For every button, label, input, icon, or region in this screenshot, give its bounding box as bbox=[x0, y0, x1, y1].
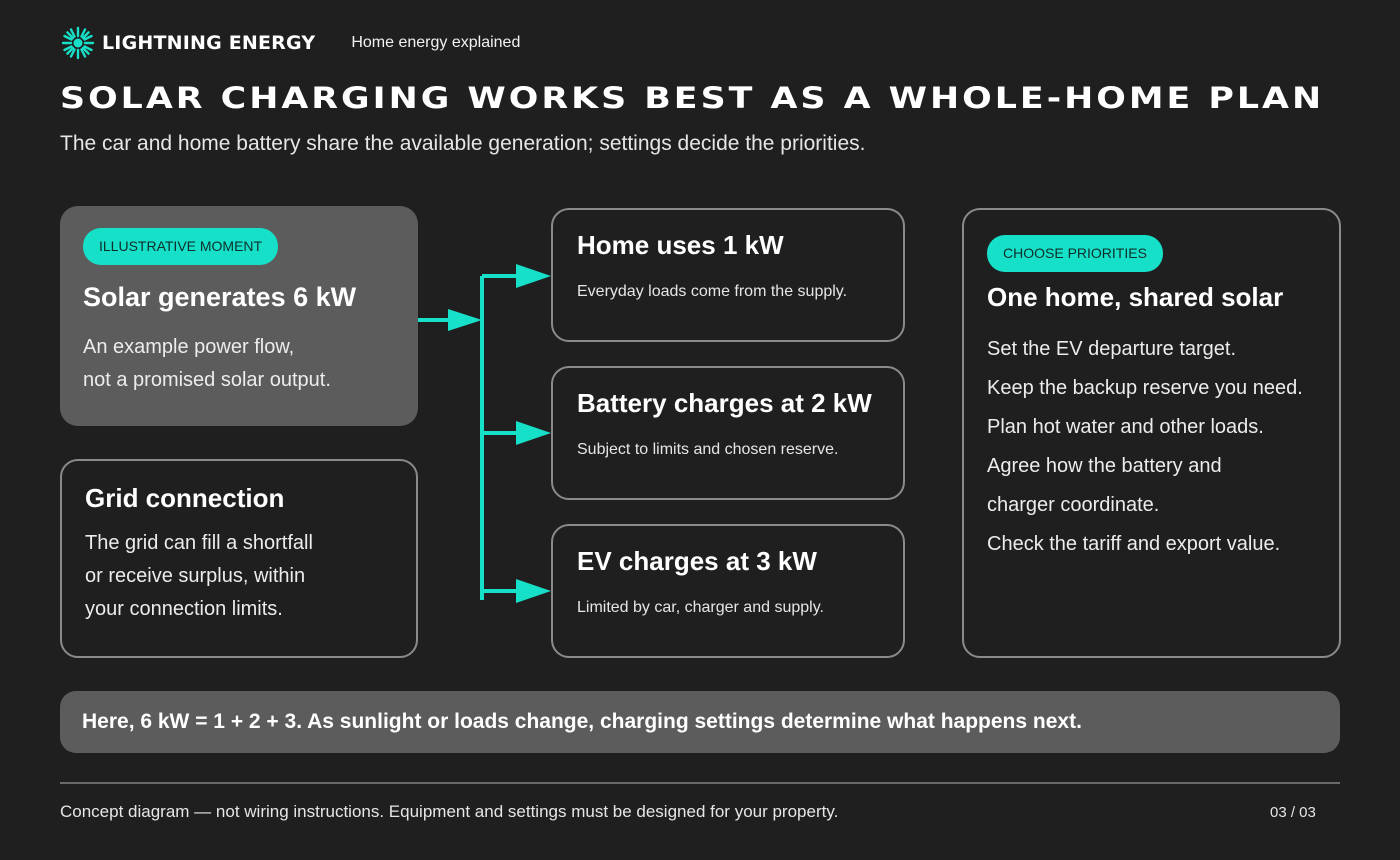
solar-description-line: An example power flow, bbox=[83, 336, 295, 358]
arrowhead bbox=[448, 309, 482, 331]
brand: LIGHTNING ENERGY Home energy explained bbox=[60, 26, 520, 60]
flow-description: Everyday loads come from the supply. bbox=[577, 283, 848, 300]
priorities-badge: CHOOSE PRIORITIES bbox=[987, 235, 1163, 272]
list-item: Check the tariff and export value. bbox=[987, 533, 1281, 555]
flow-title: Home uses 1 kW bbox=[577, 230, 784, 260]
list-item: Agree how the battery and bbox=[987, 455, 1222, 477]
summary-banner: Here, 6 kW = 1 + 2 + 3. As sunlight or l… bbox=[60, 691, 1340, 753]
flow-card-home: Home uses 1 kW Everyday loads come from … bbox=[551, 208, 905, 342]
solar-source-card: ILLUSTRATIVE MOMENT Solar generates 6 kW… bbox=[60, 206, 418, 426]
grid-connection-card: Grid connection The grid can fill a shor… bbox=[60, 459, 418, 658]
grid-title: Grid connection bbox=[85, 483, 285, 513]
page-title: SOLAR CHARGING WORKS BEST AS A WHOLE-HOM… bbox=[60, 81, 1325, 115]
list-item: Plan hot water and other loads. bbox=[987, 416, 1264, 438]
priorities-title: One home, shared solar bbox=[987, 282, 1284, 312]
priorities-card: CHOOSE PRIORITIES One home, shared solar… bbox=[962, 208, 1341, 658]
footer-divider bbox=[60, 782, 1340, 784]
solar-description-line: not a promised solar output. bbox=[83, 369, 331, 391]
grid-description-line: The grid can fill a shortfall bbox=[85, 532, 313, 554]
brand-tagline: Home energy explained bbox=[351, 34, 521, 51]
arrowhead bbox=[516, 579, 551, 603]
list-item: Keep the backup reserve you need. bbox=[987, 377, 1303, 399]
list-item: charger coordinate. bbox=[987, 494, 1160, 516]
grid-description-line: or receive surplus, within bbox=[85, 565, 306, 587]
flow-description: Subject to limits and chosen reserve. bbox=[577, 441, 839, 458]
solar-description: An example power flow, not a promised so… bbox=[83, 331, 331, 397]
solar-title: Solar generates 6 kW bbox=[83, 282, 357, 312]
footnote: Concept diagram — not wiring instruction… bbox=[60, 802, 839, 821]
flow-card-battery: Battery charges at 2 kW Subject to limit… bbox=[551, 366, 905, 500]
flow-title: EV charges at 3 kW bbox=[577, 546, 817, 576]
arrowhead bbox=[516, 264, 551, 288]
page-subtitle: The car and home battery share the avail… bbox=[60, 132, 866, 155]
flow-description: Limited by car, charger and supply. bbox=[577, 599, 824, 616]
page-number: 03 / 03 bbox=[1270, 804, 1316, 821]
arrowhead bbox=[516, 421, 551, 445]
priorities-list: Set the EV departure target. Keep the ba… bbox=[987, 330, 1303, 564]
brand-name: LIGHTNING ENERGY bbox=[102, 32, 316, 54]
grid-description-line: your connection limits. bbox=[85, 598, 283, 620]
illustrative-badge: ILLUSTRATIVE MOMENT bbox=[83, 228, 279, 265]
list-item: Set the EV departure target. bbox=[987, 338, 1237, 360]
grid-description: The grid can fill a shortfall or receive… bbox=[85, 527, 313, 626]
flow-title: Battery charges at 2 kW bbox=[577, 388, 872, 418]
sunburst-icon bbox=[61, 26, 95, 60]
flow-card-ev: EV charges at 3 kW Limited by car, charg… bbox=[551, 524, 905, 658]
